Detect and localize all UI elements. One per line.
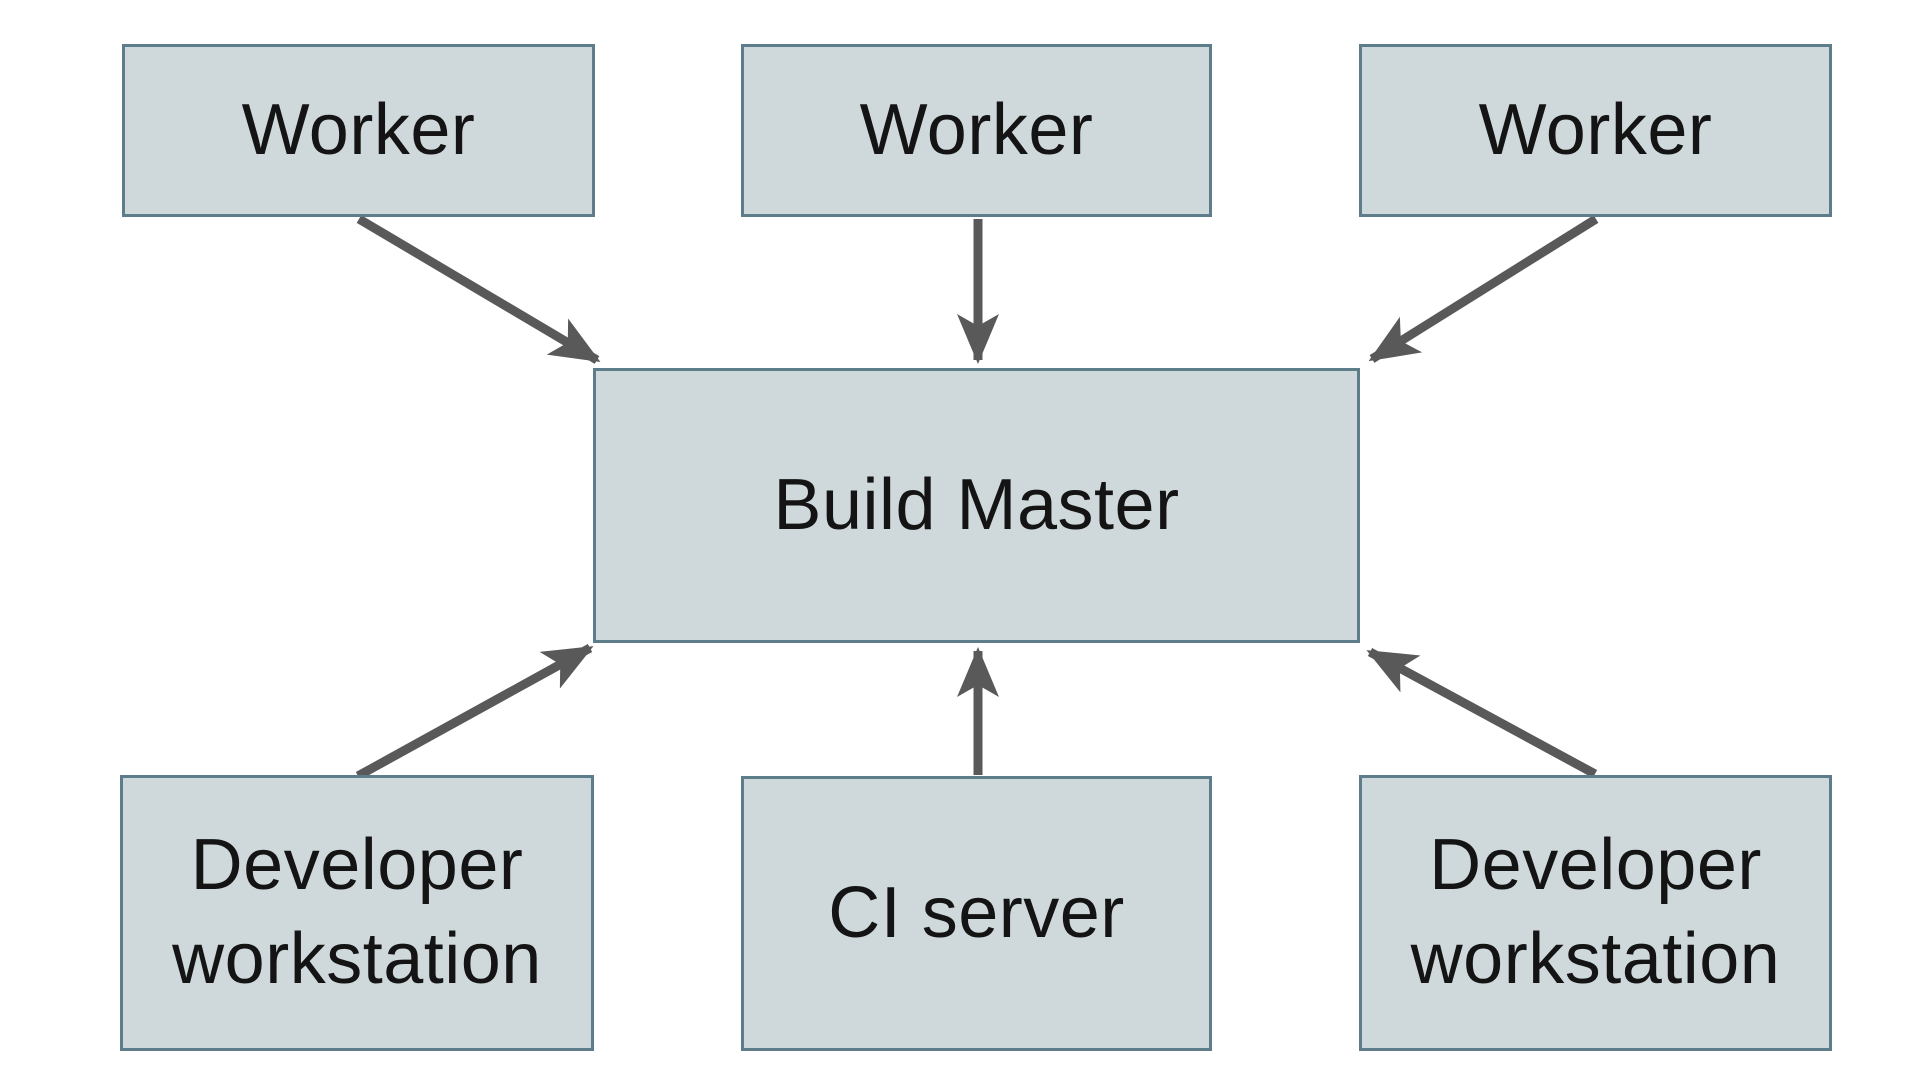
node-build-master: Build Master [593,368,1360,643]
node-ci-server: CI server [741,776,1212,1051]
arrow-worker-3-to-build-master [1368,215,1599,363]
node-label: CI server [828,872,1125,953]
arrow-dev-workstation-2-to-build-master [1366,648,1598,778]
node-developer-workstation-right: Developer workstation [1359,775,1832,1051]
node-label: Worker [241,89,476,170]
node-worker-1: Worker [122,44,595,217]
node-label: Developer workstation [172,825,542,999]
node-label: Developer workstation [1410,825,1781,999]
node-label: Build Master [773,464,1180,545]
node-worker-2: Worker [741,44,1212,217]
arrow-worker-1-to-build-master [356,215,601,364]
node-label: Worker [859,89,1094,170]
node-developer-workstation-left: Developer workstation [120,775,594,1051]
node-worker-3: Worker [1359,44,1832,217]
node-label: Worker [1478,89,1713,170]
arrow-dev-workstation-1-to-build-master [355,644,594,780]
